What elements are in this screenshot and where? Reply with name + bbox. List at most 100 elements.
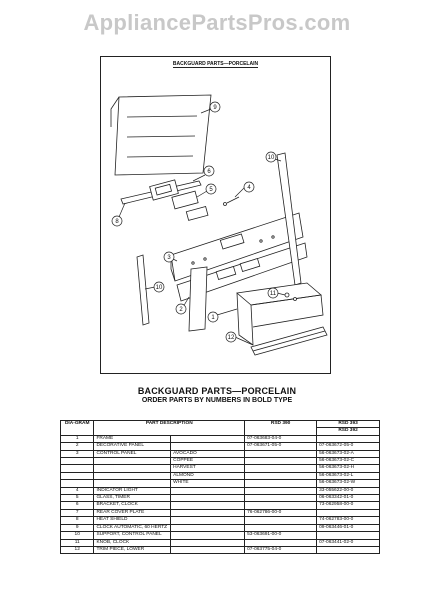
part-number-a-cell [244, 449, 318, 459]
part-number-a-cell [244, 464, 318, 473]
description-cell: SUPPORT, CONTROL PANEL [93, 531, 172, 540]
table-row: ALMOND 56-063673-02-L [59, 471, 380, 481]
description-cell [93, 479, 172, 488]
clock-knob-part [284, 292, 290, 298]
part-number-a-cell: 07-063671-05-0 [244, 442, 318, 451]
diagram-number-cell [59, 471, 95, 481]
variant-cell [170, 508, 246, 518]
diagram-number-cell: 1 [59, 434, 95, 444]
support-left-part [136, 254, 150, 326]
variant-cell: HARVEST [170, 464, 246, 473]
header-model-a: RSD 390 [244, 420, 318, 436]
diagram-number-cell: 10 [59, 531, 95, 540]
part-number-b-cell: 07-063672-05-0 [316, 442, 380, 451]
decorative-panel-part [176, 242, 308, 302]
callout-label: 4 [247, 185, 251, 191]
description-cell: FRAME [93, 434, 172, 444]
description-cell [93, 457, 172, 466]
header-model-b: RSD 393 [316, 419, 380, 429]
callout-label: 10 [268, 155, 275, 161]
diagram-title: BACKGUARD PARTS—PORCELAIN [172, 61, 259, 68]
description-cell: BRACKET, CLOCK [93, 501, 172, 510]
callout-label: 10 [156, 285, 163, 291]
diagram-number-cell [59, 479, 95, 488]
diagram-number-cell: 9 [59, 523, 95, 533]
part-number-b-cell: 56-063673-02-L [316, 471, 380, 481]
diagram-number-cell: 7 [59, 508, 95, 518]
table-row: HARVEST 56-063673-02-H [59, 464, 380, 473]
description-cell: CONTROL PANEL [93, 449, 172, 459]
diagram-number-cell: 4 [59, 486, 95, 496]
timer-glass-part [185, 206, 209, 221]
indicator-light-part [226, 196, 240, 204]
callout-label: 9 [213, 105, 217, 111]
table-row: WHITE 56-063673-02-W [59, 479, 380, 488]
variant-cell: AVOCADO [170, 449, 246, 459]
variant-cell [170, 538, 246, 547]
part-number-b-cell: 56-063673-02-H [316, 464, 380, 473]
diagram-number-cell: 2 [59, 442, 95, 451]
control-panel-part [170, 212, 304, 282]
part-number-b-cell: 56-063673-02-W [316, 479, 380, 488]
variant-cell: WHITE [170, 479, 246, 488]
diagram-number-cell: 6 [59, 501, 95, 510]
variant-cell [170, 531, 246, 540]
callout-label: 3 [167, 255, 171, 261]
section-subtitle: ORDER PARTS BY NUMBERS IN BOLD TYPE [141, 397, 293, 404]
variant-cell [170, 523, 246, 533]
exploded-view: 9 8 6 5 4 10 3 10 2 1 11 12 [110, 94, 328, 356]
variant-cell: COPPEE [170, 457, 246, 466]
part-number-a-cell [244, 538, 318, 547]
part-number-b-cell: 06-063342-01-0 [316, 494, 380, 503]
table-header-row: DIA-GRAM PART DESCRIPTION RSD 390 RSD 39… [59, 419, 380, 436]
variant-cell [170, 442, 246, 451]
callout-label: 5 [209, 187, 213, 193]
part-number-a-cell [244, 471, 318, 481]
description-cell: GLASS, TIMER [93, 494, 172, 503]
diagram-number-cell: 12 [59, 545, 95, 555]
parts-diagram: BACKGUARD PARTS—PORCELAIN [100, 56, 331, 374]
diagram-number-cell [59, 464, 95, 473]
part-number-b-cell: 09-063446-01-0 [316, 523, 380, 533]
variant-cell [170, 501, 246, 510]
variant-cell: ALMOND [170, 471, 246, 481]
part-number-b-cell: 56-063673-02-A [316, 449, 380, 459]
site-watermark: AppliancePartsPros.com [83, 10, 351, 35]
diagram-number-cell [59, 457, 95, 466]
part-number-b-cell [316, 508, 380, 518]
clock-bracket-part [171, 190, 199, 210]
variant-cell [170, 516, 246, 525]
support-right-part [276, 152, 302, 286]
parts-table: DIA-GRAM PART DESCRIPTION RSD 390 RSD 39… [59, 419, 380, 555]
part-number-a-cell [244, 494, 318, 503]
callout-label: 6 [207, 169, 211, 175]
callout-label: 8 [115, 219, 119, 225]
part-number-a-cell: 76-062786-00-0 [244, 508, 318, 518]
part-number-a-cell [244, 523, 318, 533]
header-model-c: RSD 392 [316, 427, 380, 436]
header-diagram: DIA-GRAM [59, 420, 95, 436]
part-number-b-cell [316, 545, 380, 555]
part-number-b-cell: 33-055622-00-0 [316, 486, 380, 496]
part-number-b-cell: 07-063441-02-0 [316, 538, 380, 547]
diagram-number-cell: 11 [59, 538, 95, 547]
rear-cover-plate-part [114, 94, 212, 176]
diagram-number-cell: 3 [59, 449, 95, 459]
part-number-a-cell: 07-063683-04-0 [244, 434, 318, 444]
variant-cell [170, 545, 246, 555]
part-number-a-cell: 53-063691-00-0 [244, 531, 318, 540]
variant-cell [170, 494, 246, 503]
callout-label: 1 [211, 315, 215, 321]
description-cell: HEAT SHIELD [93, 516, 172, 525]
description-cell: KNOB, CLOCK [93, 538, 172, 547]
